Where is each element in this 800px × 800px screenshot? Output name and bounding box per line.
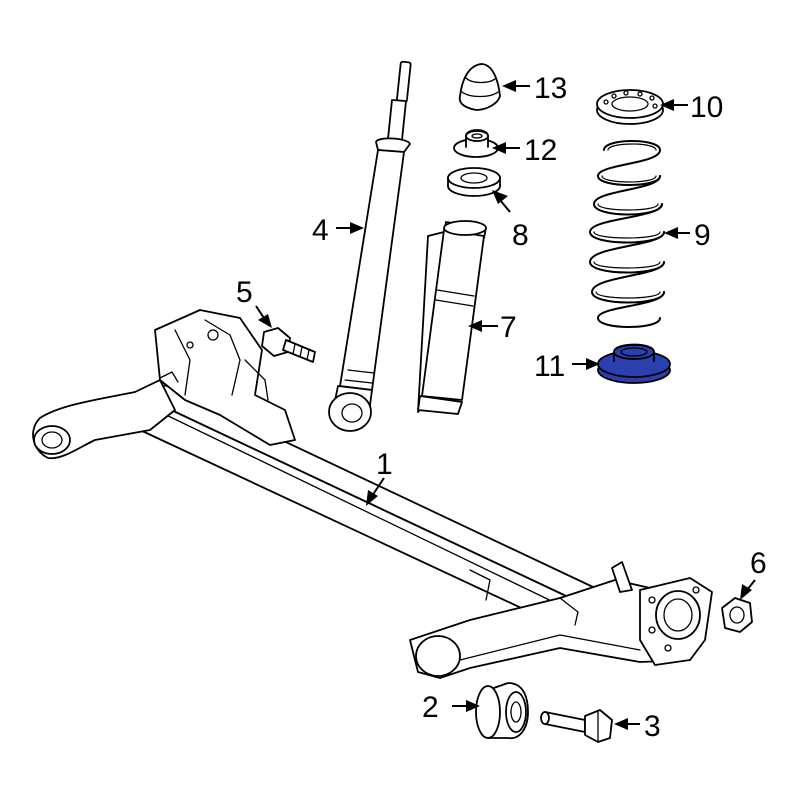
callout-4: 4 (312, 214, 364, 247)
callout-6: 6 (740, 547, 767, 600)
callout-11-label: 11 (534, 350, 565, 383)
callout-3: 3 (614, 710, 661, 743)
bolt-5[interactable] (261, 327, 316, 363)
callout-13-label: 13 (534, 72, 567, 105)
callout-10: 10 (660, 91, 723, 124)
callout-5: 5 (236, 276, 272, 328)
callout-2-label: 2 (422, 691, 439, 724)
callout-1-label: 1 (376, 448, 393, 481)
bump-stop-ring[interactable] (447, 167, 501, 197)
bump-stop[interactable] (458, 63, 501, 111)
callout-12: 12 (492, 134, 557, 167)
bushing[interactable] (475, 682, 529, 740)
callout-9: 9 (664, 219, 711, 252)
callout-1: 1 (366, 448, 393, 506)
dust-boot[interactable] (417, 220, 487, 415)
callout-9-label: 9 (694, 219, 711, 252)
callout-4-label: 4 (312, 214, 329, 247)
mount-bushing[interactable] (453, 129, 499, 158)
callout-8: 8 (492, 190, 529, 252)
bolt-3[interactable] (540, 709, 613, 743)
callout-8-label: 8 (512, 219, 529, 252)
callout-13: 13 (502, 72, 567, 105)
axle-beam[interactable] (32, 309, 713, 679)
callout-3-label: 3 (644, 710, 661, 743)
callout-11: 11 (534, 350, 600, 383)
callout-2: 2 (422, 691, 480, 724)
nut-6[interactable] (721, 597, 753, 633)
callout-10-label: 10 (690, 91, 723, 124)
shock-absorber[interactable] (328, 60, 412, 432)
callout-12-label: 12 (524, 134, 557, 167)
callout-7: 7 (468, 311, 517, 344)
callout-6-label: 6 (750, 547, 767, 580)
callout-7-label: 7 (500, 311, 517, 344)
coil-spring[interactable] (589, 140, 665, 328)
lower-spring-seat[interactable] (597, 343, 671, 384)
upper-spring-seat[interactable] (596, 89, 664, 125)
callout-5-label: 5 (236, 276, 253, 309)
